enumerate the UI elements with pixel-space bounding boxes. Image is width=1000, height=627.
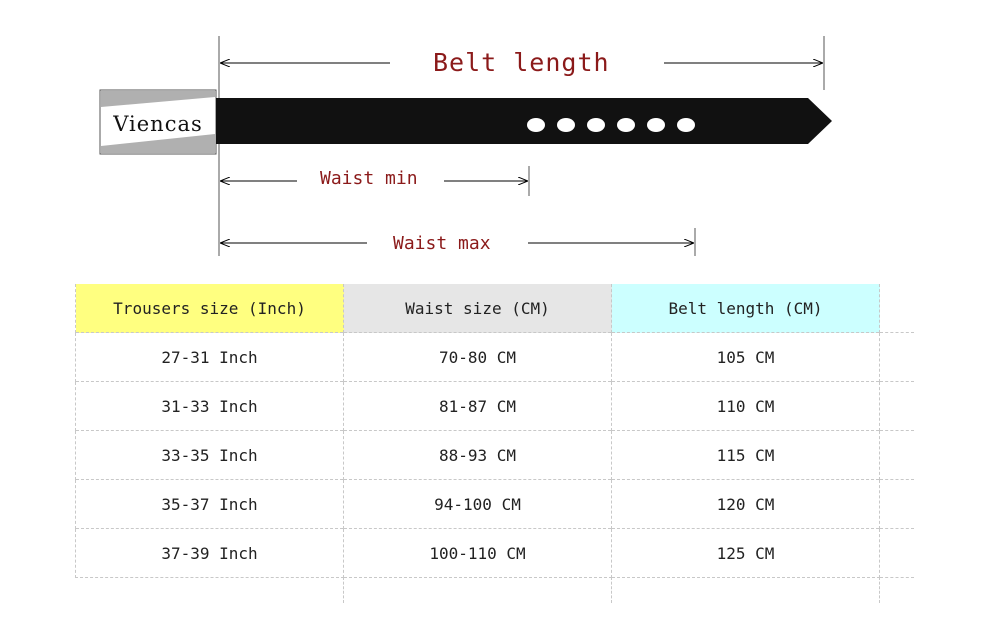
table-padding-cell [879,528,914,578]
table-row: 35-37 Inch 94-100 CM 120 CM [75,479,914,529]
waist-size-cell: 88-93 CM [343,430,612,480]
trousers-size-cell: 27-31 Inch [75,332,344,382]
header-trousers-size: Trousers size (Inch) [75,284,344,333]
belt-length-cell: 125 CM [611,528,880,578]
waist-size-cell: 81-87 CM [343,381,612,431]
belt-diagram: Viencas Belt length Waist min Waist max [0,0,1000,270]
belt-hole [587,118,605,132]
waist-max-label: Waist max [393,233,491,254]
belt-hole [677,118,695,132]
header-belt-length: Belt length (CM) [611,284,880,333]
table-padding-cell [880,284,914,333]
waist-size-cell: 100-110 CM [343,528,612,578]
trousers-size-cell: 33-35 Inch [75,430,344,480]
column-divider-tail [343,577,344,603]
belt-length-cell: 105 CM [611,332,880,382]
table-padding-cell [879,479,914,529]
table-row: 27-31 Inch 70-80 CM 105 CM [75,332,914,382]
buckle-bottom-bevel [101,134,215,153]
table-row: 31-33 Inch 81-87 CM 110 CM [75,381,914,431]
table-padding-cell [879,430,914,480]
header-waist-size: Waist size (CM) [343,284,612,333]
size-chart-table: Trousers size (Inch) Waist size (CM) Bel… [75,284,914,578]
table-row: 33-35 Inch 88-93 CM 115 CM [75,430,914,480]
column-divider-tail [879,577,880,603]
belt-holes [527,118,695,132]
table-header-row: Trousers size (Inch) Waist size (CM) Bel… [75,284,914,333]
waist-size-cell: 94-100 CM [343,479,612,529]
trousers-size-cell: 31-33 Inch [75,381,344,431]
belt-length-cell: 110 CM [611,381,880,431]
buckle-top-bevel [101,91,215,107]
belt-strap [216,98,832,144]
belt-length-label: Belt length [433,48,610,77]
table-padding-cell [879,332,914,382]
table-row: 37-39 Inch 100-110 CM 125 CM [75,528,914,578]
belt-hole [527,118,545,132]
brand-label: Viencas [113,112,203,136]
belt-hole [647,118,665,132]
belt-hole [557,118,575,132]
column-divider-tail [611,577,612,603]
belt-length-cell: 115 CM [611,430,880,480]
belt-illustration [99,36,832,256]
trousers-size-cell: 35-37 Inch [75,479,344,529]
belt-length-cell: 120 CM [611,479,880,529]
waist-min-label: Waist min [320,168,418,189]
trousers-size-cell: 37-39 Inch [75,528,344,578]
waist-size-cell: 70-80 CM [343,332,612,382]
table-padding-cell [879,381,914,431]
belt-hole [617,118,635,132]
